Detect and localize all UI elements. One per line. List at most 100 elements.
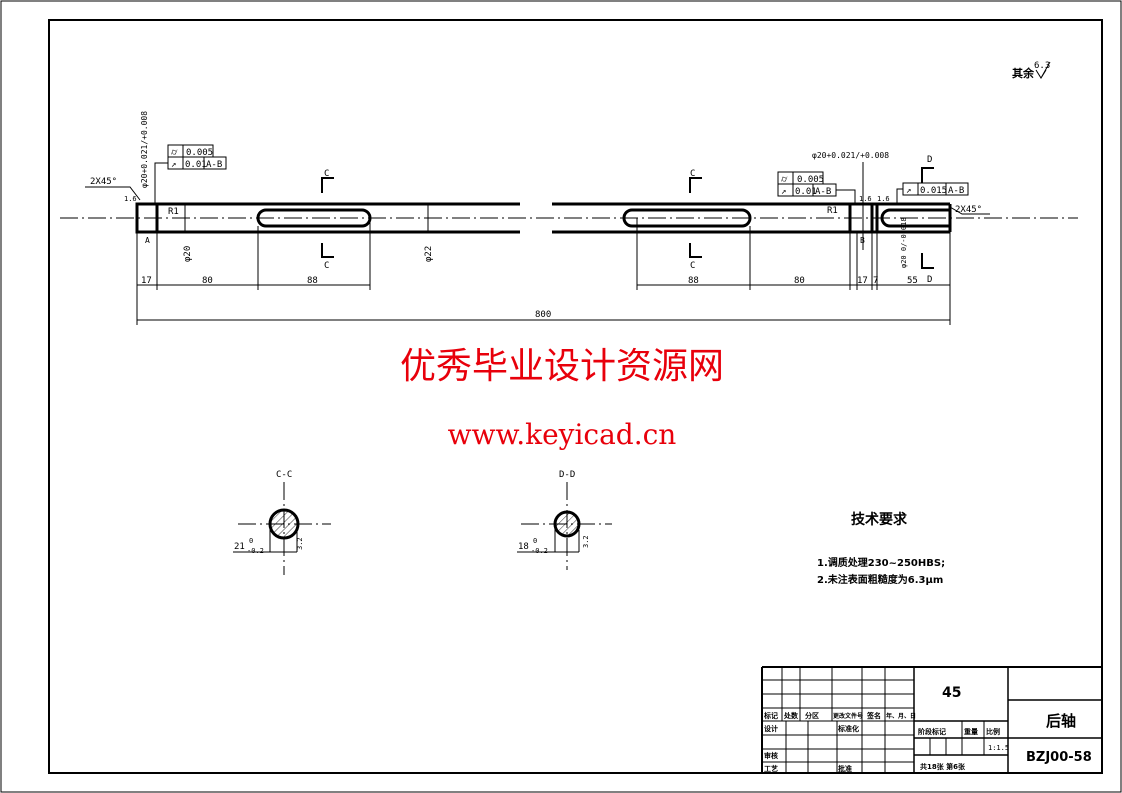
runout-icon: ↗ (171, 160, 176, 170)
section-title: D-D (559, 470, 575, 480)
section-roughness: 3.2 (296, 537, 304, 550)
section-mark: D (927, 275, 932, 285)
technical-requirements: 技术要求 1.调质处理230~250HBS; 2.未注表面粗糙度为6.3μm (817, 511, 945, 586)
tb-header: 处数 (783, 711, 799, 720)
gdt-datum: A-B (815, 187, 831, 197)
left-journal (135, 202, 159, 234)
drawing-frame (48, 19, 1103, 774)
section-circle (268, 508, 300, 540)
cylindricity-icon: ⌭ (781, 175, 788, 185)
tech-item: 1.调质处理230~250HBS; (817, 556, 945, 569)
section-title: C-C (276, 470, 292, 480)
roughness-mid: 1.6 (859, 195, 872, 203)
dim-label: 88 (688, 276, 699, 286)
left-chamfer: 2X45° (90, 177, 117, 187)
dia-label-22: φ22 (424, 246, 434, 262)
shaft-left-segment (157, 202, 520, 234)
section-c-c: C-C 21 0 -0.2 3.2 (233, 470, 331, 575)
tb-header: 分区 (805, 711, 819, 720)
main-view-annotations: 2X45° 2X45° φ20+0.021/+0.008 φ20+0.021/+… (85, 111, 990, 325)
upper-tol: 0 (249, 537, 253, 545)
left-journal-dia: φ20+0.021/+0.008 (140, 111, 149, 188)
overall-length: 800 (535, 310, 551, 320)
roughness-note-value: 6.3 (1034, 61, 1050, 71)
keyway-end (880, 208, 950, 228)
watermark-url: www.keyicad.cn (448, 418, 677, 451)
tb-row: 设计 (764, 724, 778, 733)
datum-a: A (145, 236, 150, 245)
general-roughness-note: 其余 6.3 (1012, 61, 1051, 80)
tb-stage-header: 阶段标记 (918, 727, 946, 736)
shaft-main-view (135, 202, 952, 234)
keyway-tolerance: φ20 0/-0.018 (900, 217, 908, 268)
tb-header: 更改文件号 (833, 712, 863, 720)
section-mark: C (324, 261, 329, 271)
datum-b: B (860, 236, 865, 245)
roughness-symbol-icon (1035, 61, 1051, 79)
tb-stage-header: 重量 (964, 727, 978, 736)
dim-label: 17 (857, 276, 868, 286)
cylindricity-icon: ⌭ (171, 148, 178, 158)
tech-title: 技术要求 (851, 511, 908, 528)
leader-line (85, 186, 141, 201)
section-dim: 18 (518, 542, 529, 552)
section-markers: C C C C D D (321, 155, 934, 285)
right-journal-dia: φ20+0.021/+0.008 (812, 151, 889, 160)
scale: 1:1.5 (988, 744, 1009, 752)
right-chamfer: 2X45° (955, 205, 982, 215)
length-dimensions: 17 80 88 88 80 17 7 55 800 (136, 218, 951, 325)
dim-label: 80 (202, 276, 213, 286)
fillet-left: R1 (168, 207, 179, 217)
section-dim: 21 (234, 542, 245, 552)
section-d-d: D-D 18 0 -0.2 3.2 (517, 470, 612, 570)
tb-header: 签名 (866, 711, 881, 720)
gdt-value: 0.01 (795, 187, 817, 197)
dim-label: 17 (141, 276, 152, 286)
section-mark: D (927, 155, 932, 165)
gdt-value: 0.005 (797, 175, 824, 185)
lower-tol: -0.2 (531, 547, 548, 555)
gdt-datum: A-B (948, 186, 964, 196)
gdt-value: 0.01 (185, 160, 207, 170)
tb-row: 批准 (838, 764, 852, 773)
section-mark: C (690, 169, 695, 179)
dim-label: 88 (307, 276, 318, 286)
section-mark: C (690, 261, 695, 271)
material: 45 (942, 685, 961, 701)
fillet-right: R1 (827, 206, 838, 216)
roughness-note-label: 其余 (1012, 66, 1035, 80)
drawing-number: BZJ00-58 (1026, 750, 1092, 765)
dim-label: 80 (794, 276, 805, 286)
title-block: 标记 处数 分区 更改文件号 签名 年、月、日 设计 标准化 审核 工艺 批准 … (761, 666, 1102, 773)
section-mark: C (324, 169, 329, 179)
shaft-right-end (848, 202, 952, 234)
lower-tol: -0.2 (247, 547, 264, 555)
sheet-count: 共18张 第6张 (920, 762, 966, 771)
keyway-right (622, 208, 752, 228)
leader-line (949, 206, 990, 215)
section-roughness: 3.2 (582, 535, 590, 548)
roughness-left: 1.6 (124, 195, 137, 203)
gdt-frame-middle: ⌭ 0.005 ↗ 0.01 A-B (777, 171, 856, 204)
gdt-value: 0.015 (920, 186, 947, 196)
dia-label-20: φ20 (183, 246, 193, 262)
roughness-right: 1.6 (877, 195, 890, 203)
tb-row: 标准化 (837, 724, 859, 733)
shaft-right-segment (552, 202, 850, 234)
tb-header: 年、月、日 (886, 712, 916, 720)
part-name: 后轴 (1046, 712, 1076, 730)
runout-icon: ↗ (781, 187, 786, 197)
tech-item: 2.未注表面粗糙度为6.3μm (817, 573, 943, 586)
watermark-title: 优秀毕业设计资源网 (400, 346, 724, 387)
tb-row: 工艺 (764, 764, 778, 773)
tb-row: 审核 (764, 751, 778, 760)
gdt-frame-left: ⌭ 0.005 ↗ 0.01 A-B (154, 144, 227, 204)
dim-label: 7 (873, 276, 878, 286)
dim-label: 55 (907, 276, 918, 286)
gdt-frame-right: ↗ 0.015 A-B (896, 182, 969, 204)
runout-icon: ↗ (906, 186, 911, 196)
gdt-datum: A-B (206, 160, 222, 170)
section-circle (553, 510, 581, 538)
